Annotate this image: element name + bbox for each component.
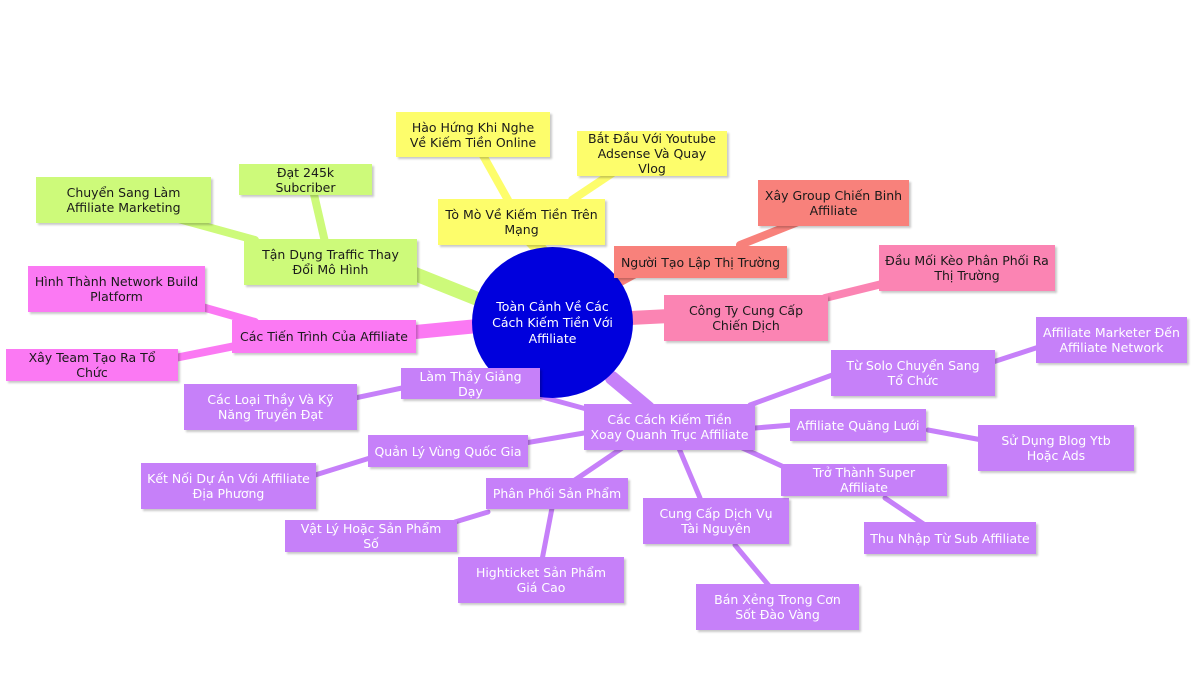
node-teacher-skills[interactable]: Các Loại Thầy Và Kỹ Năng Truyền Đạt [184, 384, 357, 430]
branch-market-maker[interactable]: Người Tạo Lập Thị Trường [614, 246, 787, 278]
link-ways-solo [747, 371, 838, 408]
link-teacher-child [352, 385, 405, 401]
node-cast-net[interactable]: Affiliate Quăng Lưới [790, 409, 926, 441]
node-physical-digital-label: Vật Lý Hoặc Sản Phẩm Số [300, 521, 442, 551]
link-traffic-245k [309, 186, 329, 246]
node-marketer-to-network-label: Affiliate Marketer Đến Affiliate Network [1043, 325, 1180, 355]
node-build-team[interactable]: Xây Team Tạo Ra Tổ Chức [6, 349, 178, 381]
node-distribution-hub-label: Đầu Mối Kèo Phân Phối Ra Thị Trường [885, 253, 1049, 283]
node-solo-to-org-label: Từ Solo Chuyển Sang Tổ Chức [846, 358, 980, 388]
link-curious-excited [476, 146, 512, 204]
node-regional-manager[interactable]: Quản Lý Vùng Quốc Gia [368, 435, 528, 467]
node-switch-affiliate-label: Chuyển Sang Làm Affiliate Marketing [66, 185, 181, 215]
node-cast-net-label: Affiliate Quăng Lưới [796, 417, 920, 433]
node-resource-services-label: Cung Cấp Dịch Vụ Tài Nguyên [659, 506, 773, 536]
branch-ways-label: Các Cách Kiếm Tiền Xoay Quanh Trục Affil… [590, 412, 749, 442]
node-245k-subscriber-label: Đạt 245k Subcriber [275, 164, 336, 195]
branch-process[interactable]: Các Tiến Trình Của Affiliate [232, 320, 416, 353]
node-local-affiliate[interactable]: Kết Nối Dự Án Với Affiliate Địa Phương [141, 463, 316, 509]
node-sub-affiliate-income[interactable]: Thu Nhập Từ Sub Affiliate [864, 522, 1036, 554]
node-blog-ytb-ads[interactable]: Sử Dụng Blog Ytb Hoặc Ads [978, 425, 1134, 471]
link-super-child [882, 495, 928, 528]
branch-campaign-provider[interactable]: Công Ty Cung Cấp Chiến Dịch [664, 295, 828, 341]
branch-curious-label: Tò Mò Về Kiếm Tiền Trên Mạng [445, 207, 598, 237]
node-excited-online-label: Hào Hứng Khi Nghe Về Kiếm Tiền Online [409, 119, 537, 150]
link-center-ways [605, 371, 655, 415]
node-teacher[interactable]: Làm Thầy Giảng Dạy [401, 368, 540, 399]
node-sell-shovels-label: Bán Xẻng Trong Cơn Sốt Đào Vàng [714, 592, 841, 622]
branch-campaign-provider-label: Công Ty Cung Cấp Chiến Dịch [688, 303, 804, 333]
node-highticket[interactable]: Highticket Sản Phẩm Giá Cao [458, 557, 624, 603]
node-245k-subscriber[interactable]: Đạt 245k Subcriber [239, 164, 372, 195]
node-teacher-skills-label: Các Loại Thầy Và Kỹ Năng Truyền Đạt [207, 392, 334, 422]
node-resource-services[interactable]: Cung Cấp Dịch Vụ Tài Nguyên [643, 498, 789, 544]
link-distribute-physical [452, 509, 491, 525]
node-network-platform-label: Hình Thành Network Build Platform [34, 274, 199, 304]
node-sell-shovels[interactable]: Bán Xẻng Trong Cơn Sốt Đào Vàng [696, 584, 859, 630]
node-switch-affiliate[interactable]: Chuyển Sang Làm Affiliate Marketing [36, 177, 211, 223]
branch-curious[interactable]: Tò Mò Về Kiếm Tiền Trên Mạng [438, 199, 605, 245]
link-ways-distribute [572, 443, 628, 483]
node-warrior-group-label: Xây Group Chiến Binh Affiliate [764, 188, 903, 218]
node-teacher-label: Làm Thầy Giảng Dạy [419, 368, 522, 399]
node-network-platform[interactable]: Hình Thành Network Build Platform [28, 266, 205, 312]
central-topic-label: Toàn Cảnh Về Các Cách Kiếm Tiền Với Affi… [492, 298, 613, 346]
branch-traffic-label: Tận Dụng Traffic Thay Đổi Mô Hình [262, 247, 399, 277]
link-process-team [171, 341, 244, 362]
link-center-process [398, 319, 485, 340]
branch-market-maker-label: Người Tạo Lập Thị Trường [620, 254, 781, 270]
node-local-affiliate-label: Kết Nối Dự Án Với Affiliate Địa Phương [147, 471, 310, 501]
node-regional-manager-label: Quản Lý Vùng Quốc Gia [374, 443, 522, 459]
node-solo-to-org[interactable]: Từ Solo Chuyển Sang Tổ Chức [831, 350, 995, 396]
link-regional-child [309, 455, 373, 479]
link-ways-regional [522, 429, 593, 446]
node-build-team-label: Xây Team Tạo Ra Tổ Chức [28, 350, 156, 380]
node-super-affiliate-label: Trở Thành Super Affiliate [812, 465, 916, 495]
link-ways-net [752, 422, 795, 431]
node-youtube-vlog-label: Bắt Đầu Với Youtube Adsense Và Quay Vlog [588, 131, 716, 176]
branch-traffic[interactable]: Tận Dụng Traffic Thay Đổi Mô Hình [244, 239, 417, 285]
link-process-network [191, 301, 259, 326]
node-physical-digital[interactable]: Vật Lý Hoặc Sản Phẩm Số [285, 520, 457, 552]
node-super-affiliate[interactable]: Trở Thành Super Affiliate [781, 464, 947, 496]
node-highticket-label: Highticket Sản Phẩm Giá Cao [475, 565, 607, 595]
link-net-child [925, 427, 985, 443]
node-sub-affiliate-income-label: Thu Nhập Từ Sub Affiliate [870, 530, 1030, 546]
node-blog-ytb-ads-label: Sử Dụng Blog Ytb Hoặc Ads [1001, 433, 1111, 463]
node-distribute-products[interactable]: Phân Phối Sản Phẩm [486, 478, 628, 509]
branch-ways[interactable]: Các Cách Kiếm Tiền Xoay Quanh Trục Affil… [584, 404, 755, 450]
node-excited-online[interactable]: Hào Hứng Khi Nghe Về Kiếm Tiền Online [396, 112, 550, 157]
link-ways-resources [675, 443, 703, 501]
link-resources-child [732, 542, 773, 590]
node-distribute-products-label: Phân Phối Sản Phẩm [492, 486, 622, 501]
node-youtube-vlog[interactable]: Bắt Đầu Với Youtube Adsense Và Quay Vlog [577, 131, 727, 176]
link-center-campaign [623, 309, 677, 325]
branch-process-label: Các Tiến Trình Của Affiliate [240, 329, 408, 344]
node-distribution-hub[interactable]: Đầu Mối Kèo Phân Phối Ra Thị Trường [879, 245, 1055, 291]
node-marketer-to-network[interactable]: Affiliate Marketer Đến Affiliate Network [1036, 317, 1187, 363]
link-distribute-highticket [539, 505, 555, 563]
node-warrior-group[interactable]: Xây Group Chiến Binh Affiliate [758, 180, 909, 226]
